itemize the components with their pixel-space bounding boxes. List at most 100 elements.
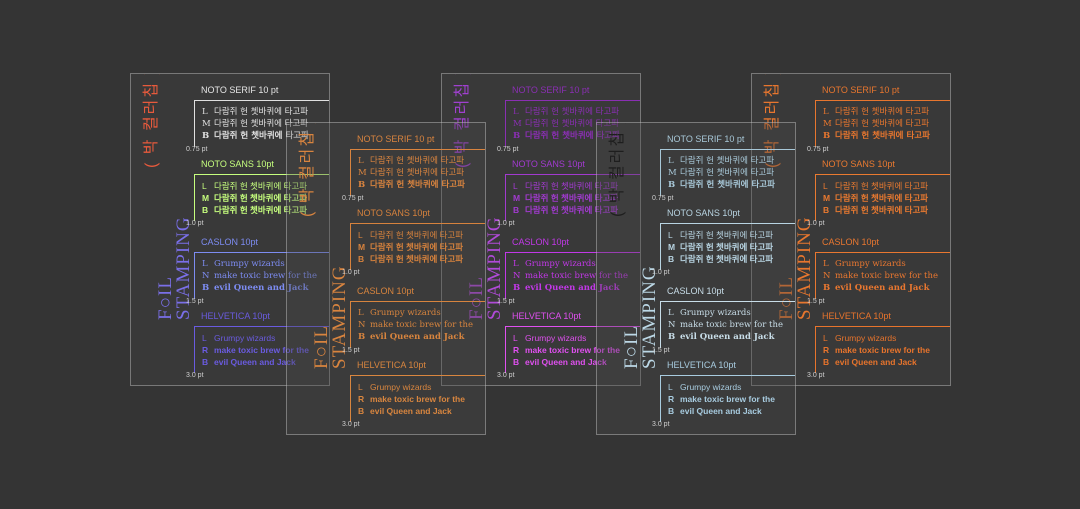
sample-text: Grumpy wizards [835,333,897,343]
stroke-weight-label: 1.5 pt [807,298,825,305]
weight-label: N [823,271,831,281]
weight-label: B [513,283,521,293]
weight-label: L [202,259,208,269]
sample-text: 다람쥐 헌 쳇바퀴에 타고파 [835,107,930,117]
sample-text: 다람쥐 헌 쳇바퀴에 타고파 [525,107,620,117]
weight-label: B [202,283,210,293]
sample-bracket [815,252,950,299]
font-name: NOTO SERIF 10 pt [822,85,900,95]
sample-text: 다람쥐 헌 쳇바퀴에 타고파 [370,254,464,264]
sample-text: evil Queen and Jack [680,332,775,342]
sample-bracket [660,301,795,348]
sample-text: make toxic brew for the [370,394,465,404]
stroke-weight-label: 0.75 pt [807,146,829,153]
sample-text: Grumpy wizards [214,259,285,269]
sample-text: evil Queen and Jack [214,283,309,293]
weight-label: R [202,345,209,355]
sample-text: make toxic brew for the [370,320,473,330]
sample-bracket [505,326,640,373]
sample-text: 다람쥐 헌 쳇바퀴에 타고파 [370,168,465,178]
sample-text: 다람쥐 헌 쳇바퀴에 타고파 [835,205,929,215]
stroke-weight-label: 1.5 pt [186,298,204,305]
stroke-weight-label: 0.75 pt [652,195,674,202]
sample-bracket [505,100,640,147]
sample-text: make toxic brew for the [214,271,317,281]
weight-label: M [358,242,366,252]
font-name: CASLON 10pt [667,286,725,296]
sample-text: 다람쥐 헌 쳇바퀴에 타고파 [680,180,775,190]
sample-text: 다람쥐 헌 쳇바퀴에 타고파 [525,119,620,129]
sample-bracket [194,326,329,373]
sample-text: Grumpy wizards [680,382,742,392]
sample-text: evil Queen and Jack [525,283,620,293]
sample-text: 다람쥐 헌 쳇바퀴에 타고파 [525,193,619,203]
font-name: NOTO SANS 10pt [512,159,585,169]
sample-text: make toxic brew for the [835,271,938,281]
sample-text: 다람쥐 헌 쳇바퀴에 타고파 [525,181,619,191]
weight-label: M [668,242,676,252]
weight-label: B [668,254,675,264]
color-chip-subtitle: ( 박 컬러칩 ) [143,73,160,168]
weight-label: N [202,271,210,281]
weight-label: L [202,107,208,117]
sample-text: 다람쥐 헌 쳇바퀴에 타고파 [835,131,930,141]
weight-label: B [202,205,209,215]
stroke-weight-label: 0.75 pt [497,146,519,153]
sample-text: 다람쥐 헌 쳇바퀴에 타고파 [835,181,929,191]
sample-bracket [660,223,795,270]
stroke-weight-label: 1.5 pt [652,347,670,354]
sample-bracket [350,149,485,196]
weight-label: B [202,357,209,367]
sample-text: 다람쥐 헌 쳇바퀴에 타고파 [680,242,774,252]
font-name: CASLON 10pt [201,237,259,247]
sample-text: make toxic brew for the [525,271,628,281]
sample-bracket [660,375,795,422]
weight-label: M [202,193,210,203]
weight-label: M [823,193,831,203]
stroke-weight-label: 1.0 pt [497,220,515,227]
weight-label: B [202,131,210,141]
weight-label: B [823,283,831,293]
font-name: CASLON 10pt [357,286,415,296]
sample-text: evil Queen and Jack [214,357,296,367]
sample-text: make toxic brew for the [835,345,930,355]
font-name: HELVETICA 10pt [822,311,891,321]
sample-text: 다람쥐 헌 쳇바퀴에 타고파 [680,254,774,264]
